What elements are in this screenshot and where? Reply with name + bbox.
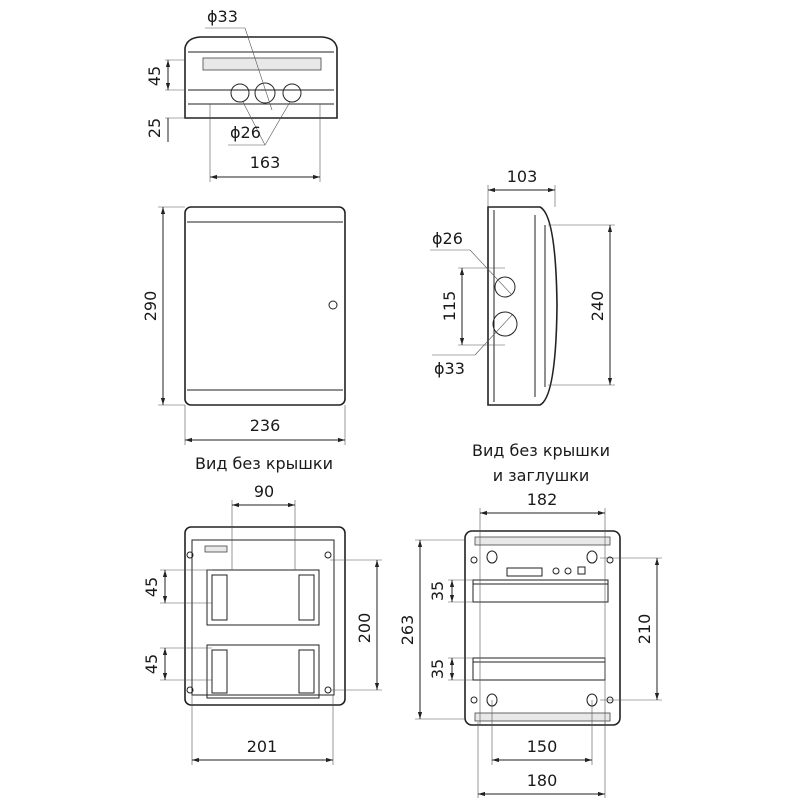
side-width-103-label: 103 [507, 167, 538, 186]
no-plug-height-210-label: 210 [635, 614, 654, 645]
no-cover-body [184, 526, 346, 706]
top-view-terminal-strip [202, 57, 322, 71]
top-view: ϕ33 ϕ26 45 25 163 [145, 7, 338, 182]
no-cover-view: Вид без крышки 90 45 45 200 201 [142, 454, 382, 765]
top-depth-25-label: 25 [145, 118, 164, 138]
side-dia-26-label: ϕ26 [432, 229, 463, 248]
front-view: 290 236 [141, 206, 346, 445]
front-height-290-label: 290 [141, 291, 160, 322]
din-rail-1 [472, 579, 609, 603]
no-cover-module-45-label-2: 45 [142, 654, 161, 674]
top-dia-33-label: ϕ33 [207, 7, 238, 26]
knockout-33 [254, 82, 276, 104]
no-cover-height-200-label: 200 [355, 613, 374, 644]
front-width-236-label: 236 [250, 416, 281, 435]
no-plug-rail-35-label-1: 35 [428, 581, 447, 601]
no-plug-title-line1: Вид без крышки [472, 441, 610, 460]
no-plug-height-263-label: 263 [398, 615, 417, 646]
side-body [487, 206, 558, 406]
no-plug-width-180-label: 180 [527, 771, 558, 790]
side-spacing-115-label: 115 [440, 291, 459, 322]
side-dia-33-label: ϕ33 [434, 359, 465, 378]
module-row-2 [206, 644, 320, 699]
no-cover-module-45-label-1: 45 [142, 577, 161, 597]
side-knockout-26 [494, 276, 516, 298]
module-row-1 [206, 569, 320, 626]
no-plug-width-150-label: 150 [527, 737, 558, 756]
bottom-terminal-strip [474, 712, 611, 722]
no-cover-plug-view: Вид без крышки и заглушки 182 263 35 35 … [398, 441, 662, 798]
top-height-45-label: 45 [145, 66, 164, 86]
no-cover-width-201-label: 201 [247, 737, 278, 756]
no-plug-title-line2: и заглушки [493, 466, 590, 485]
side-knockout-33 [492, 311, 518, 337]
no-cover-title: Вид без крышки [195, 454, 333, 473]
side-height-240-label: 240 [588, 291, 607, 322]
top-width-163-label: 163 [250, 153, 281, 172]
no-plug-rail-35-label-2: 35 [428, 659, 447, 679]
top-terminal-strip [474, 536, 611, 546]
knockout-26-left [230, 83, 250, 103]
no-cover-width-90-label: 90 [254, 482, 274, 501]
no-plug-width-182-label: 182 [527, 490, 558, 509]
cover-latch [328, 300, 338, 310]
front-cover [184, 206, 346, 406]
top-dia-26-label: ϕ26 [230, 123, 261, 142]
side-view: 103 ϕ26 ϕ33 115 240 [430, 167, 615, 406]
knockout-26-right [282, 83, 302, 103]
